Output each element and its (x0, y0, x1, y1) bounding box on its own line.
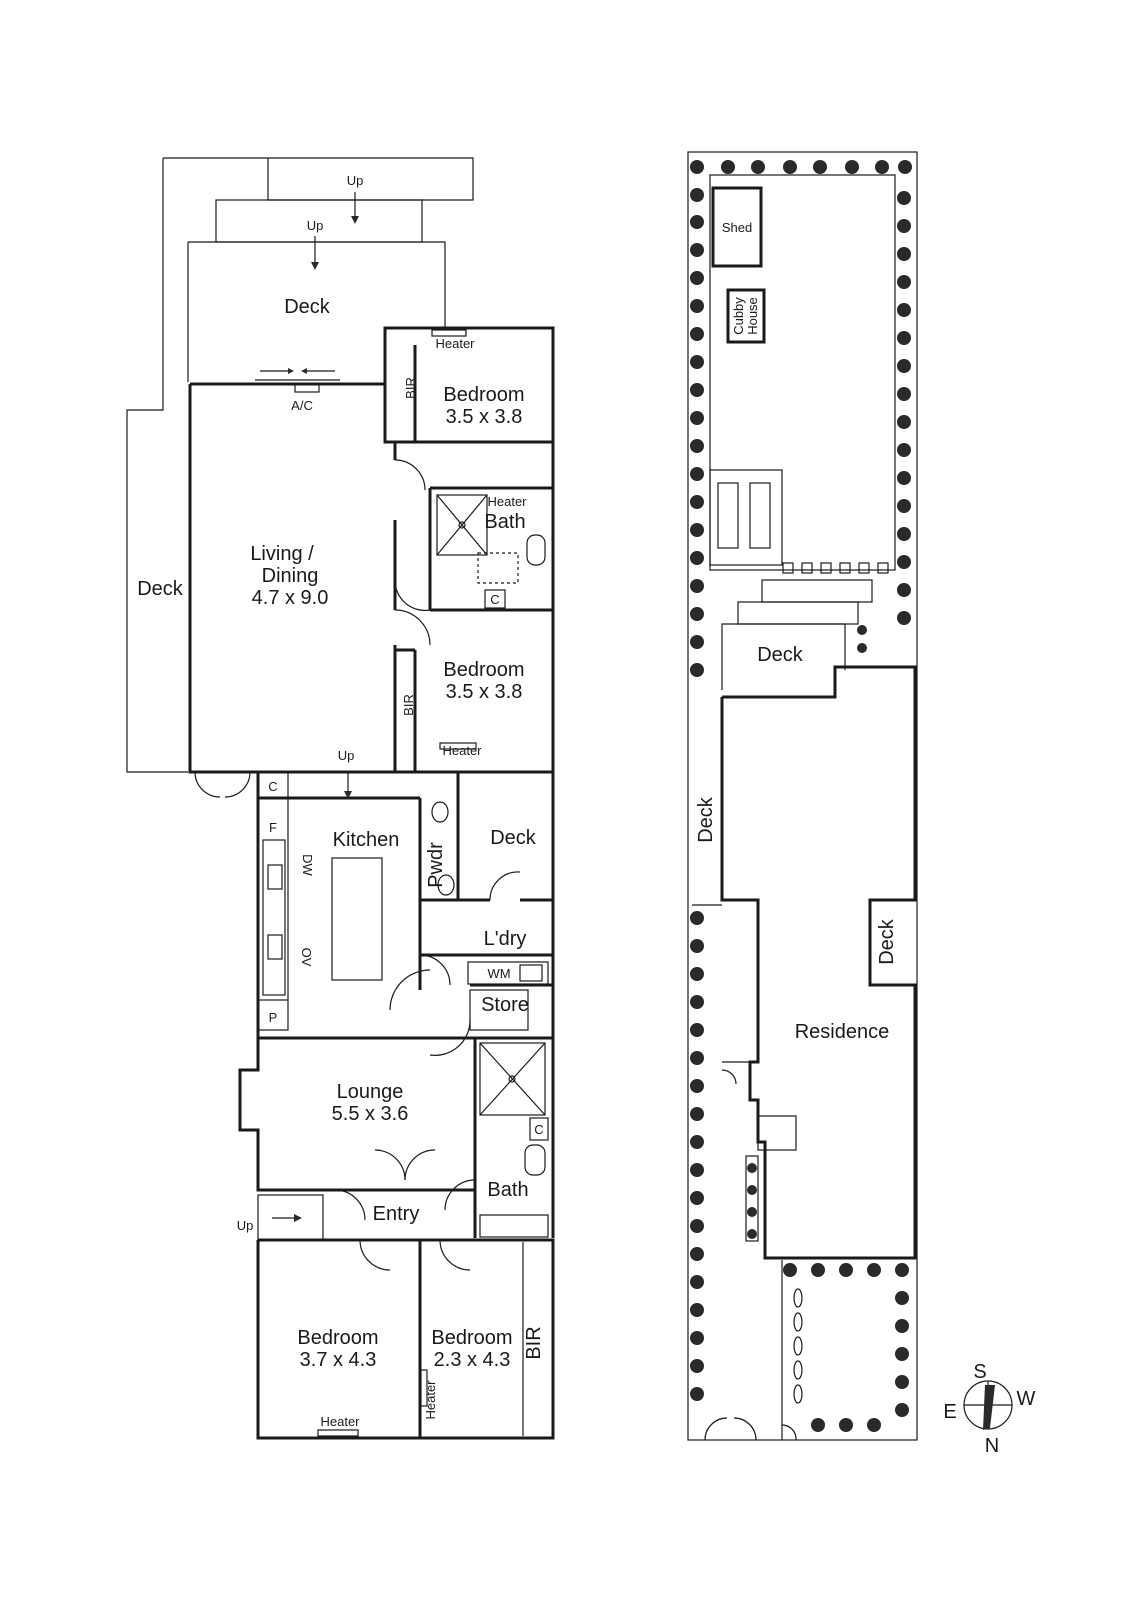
bedroom-2-bir: BIR (401, 694, 416, 716)
cubby-label-1: Cubby (731, 297, 746, 335)
bath-lower-c: C (534, 1122, 543, 1137)
living-dims: 4.7 x 9.0 (252, 587, 329, 609)
kitchen-p: P (269, 1010, 278, 1025)
residence-label: Residence (795, 1021, 890, 1043)
bedroom-1-heater: Heater (435, 336, 475, 351)
bath-lower-name: Bath (487, 1179, 528, 1201)
cubby-label-2: House (745, 297, 760, 335)
deck-side-site-label: Deck (695, 796, 717, 843)
up-label-mid: Up (338, 748, 355, 763)
store-label: Store (481, 994, 529, 1016)
laundry-wm: WM (487, 966, 510, 981)
kitchen-f: F (269, 820, 277, 835)
site-plan (687, 151, 918, 1441)
compass-s: S (973, 1361, 986, 1383)
entry-label: Entry (373, 1203, 420, 1225)
garden-trees (690, 160, 912, 1432)
compass-rose: S W E N (943, 1361, 1035, 1457)
kitchen-ov: OV (299, 948, 314, 967)
living-name: Living / (250, 543, 314, 565)
bedroom-4-name: Bedroom (431, 1327, 512, 1349)
bedroom-4-dims: 2.3 x 4.3 (434, 1349, 511, 1371)
bath-upper-c: C (490, 592, 499, 607)
compass-w: W (1017, 1388, 1036, 1410)
up-label-1: Up (347, 173, 364, 188)
kitchen-dw: DW (300, 854, 315, 876)
up-label-2: Up (307, 218, 324, 233)
kitchen-c: C (268, 779, 277, 794)
bedroom-3-name: Bedroom (297, 1327, 378, 1349)
kitchen-name: Kitchen (333, 829, 400, 851)
bedroom-2-heater: Heater (442, 743, 482, 758)
compass-n: N (985, 1435, 999, 1457)
bedroom-2-dims: 3.5 x 3.8 (446, 681, 523, 703)
up-label-entry: Up (237, 1218, 254, 1233)
deck-top-label: Deck (284, 296, 331, 318)
bedroom-2-name: Bedroom (443, 659, 524, 681)
deck-mid-label: Deck (490, 827, 537, 849)
deck-side-label: Deck (137, 578, 184, 600)
bedroom-4-heater: Heater (423, 1380, 438, 1420)
shed-label: Shed (722, 220, 752, 235)
bedroom-3-dims: 3.7 x 4.3 (300, 1349, 377, 1371)
lounge-name: Lounge (337, 1081, 404, 1103)
compass-e: E (943, 1401, 956, 1423)
front-garden-stones (793, 1288, 803, 1404)
bedroom-4-bir: BIR (523, 1326, 545, 1359)
living-name-2: Dining (262, 565, 319, 587)
left-floor-plan (126, 157, 555, 1440)
pwdr-label: Pwdr (425, 842, 447, 888)
bath-upper-heater: Heater (487, 494, 527, 509)
bedroom-1-name: Bedroom (443, 384, 524, 406)
ac-label: A/C (291, 398, 313, 413)
bath-upper-name: Bath (484, 511, 525, 533)
deck-inner-label: Deck (876, 918, 898, 965)
bedroom-1-bir: BIR (403, 377, 418, 399)
lounge-dims: 5.5 x 3.6 (332, 1103, 409, 1125)
bedroom-3-heater: Heater (320, 1414, 360, 1429)
laundry-label: L'dry (484, 928, 527, 950)
deck-rear-label: Deck (757, 644, 804, 666)
bedroom-1-dims: 3.5 x 3.8 (446, 406, 523, 428)
